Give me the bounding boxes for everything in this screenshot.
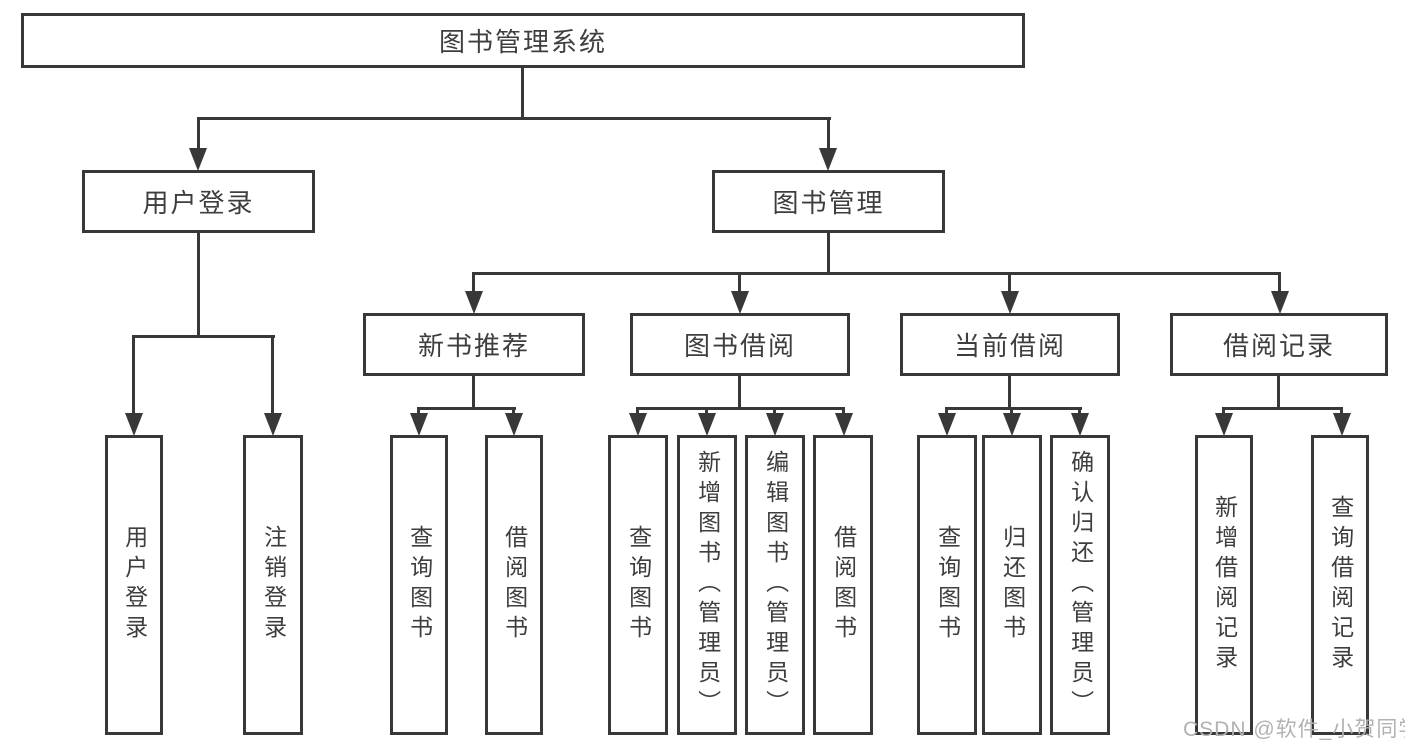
leaf-add-borrow-record: 新增借阅记录: [1195, 435, 1253, 735]
arrow-down-icon: [629, 413, 647, 436]
arrow-down-icon: [125, 413, 143, 436]
leaf-add-book-admin: 新增图书（管理员）: [677, 435, 737, 735]
connector-line: [521, 68, 524, 119]
node-root: 图书管理系统: [21, 13, 1025, 68]
connector-line: [132, 335, 275, 338]
connector-line: [1008, 376, 1011, 409]
arrow-down-icon: [1333, 413, 1351, 436]
leaf-borrow-book: 借阅图书: [813, 435, 873, 735]
connector-line: [827, 117, 830, 151]
node-new-book-recommend: 新书推荐: [363, 313, 585, 376]
arrow-down-icon: [410, 413, 428, 436]
node-user-login: 用户登录: [82, 170, 315, 233]
connector-line: [738, 376, 741, 409]
connector-line: [1008, 272, 1011, 294]
node-book-management: 图书管理: [712, 170, 945, 233]
leaf-borrow-books-recommend: 借阅图书: [485, 435, 543, 735]
connector-line: [1078, 407, 1081, 417]
connector-line: [512, 407, 515, 417]
connector-line: [773, 407, 776, 417]
connector-line: [636, 407, 845, 410]
connector-line: [636, 407, 639, 417]
arrow-down-icon: [264, 413, 282, 436]
connector-line: [945, 407, 1082, 410]
leaf-query-books-current: 查询图书: [917, 435, 977, 735]
arrow-down-icon: [819, 148, 837, 171]
node-borrow-records: 借阅记录: [1170, 313, 1388, 376]
connector-line: [472, 376, 475, 409]
arrow-down-icon: [189, 148, 207, 171]
arrow-down-icon: [731, 291, 749, 314]
leaf-query-borrow-record: 查询借阅记录: [1311, 435, 1369, 735]
connector-line: [705, 407, 708, 417]
leaf-edit-book-admin: 编辑图书（管理员）: [745, 435, 805, 735]
arrow-down-icon: [938, 413, 956, 436]
arrow-down-icon: [505, 413, 523, 436]
leaf-return-book: 归还图书: [982, 435, 1042, 735]
leaf-query-books-recommend: 查询图书: [390, 435, 448, 735]
arrow-down-icon: [1271, 291, 1289, 314]
connector-line: [738, 272, 741, 294]
leaf-user-login: 用户登录: [105, 435, 163, 735]
connector-line: [1222, 407, 1225, 417]
connector-line: [1340, 407, 1343, 417]
connector-line: [1222, 407, 1343, 410]
csdn-watermark: CSDN @软件_小贺同学: [1183, 718, 1405, 741]
connector-line: [132, 335, 135, 415]
arrow-down-icon: [1071, 413, 1089, 436]
connector-line: [827, 233, 830, 274]
node-current-borrow: 当前借阅: [900, 313, 1120, 376]
leaf-confirm-return-admin: 确认归还（管理员）: [1050, 435, 1110, 735]
arrow-down-icon: [1215, 413, 1233, 436]
arrow-down-icon: [465, 291, 483, 314]
node-book-borrow: 图书借阅: [630, 313, 850, 376]
connector-line: [197, 233, 200, 337]
leaf-query-books-borrow: 查询图书: [608, 435, 668, 735]
arrow-down-icon: [1003, 413, 1021, 436]
arrow-down-icon: [1001, 291, 1019, 314]
connector-line: [472, 272, 1281, 275]
leaf-logout: 注销登录: [243, 435, 303, 735]
connector-line: [1278, 272, 1281, 294]
arrow-down-icon: [835, 413, 853, 436]
connector-line: [842, 407, 845, 417]
arrow-down-icon: [766, 413, 784, 436]
connector-line: [1277, 376, 1280, 409]
connector-line: [417, 407, 516, 410]
connector-line: [197, 117, 831, 120]
arrow-down-icon: [698, 413, 716, 436]
connector-line: [472, 272, 475, 294]
connector-line: [945, 407, 948, 417]
connector-line: [417, 407, 420, 417]
connector-line: [271, 335, 274, 415]
connector-line: [1010, 407, 1013, 417]
connector-line: [197, 117, 200, 151]
